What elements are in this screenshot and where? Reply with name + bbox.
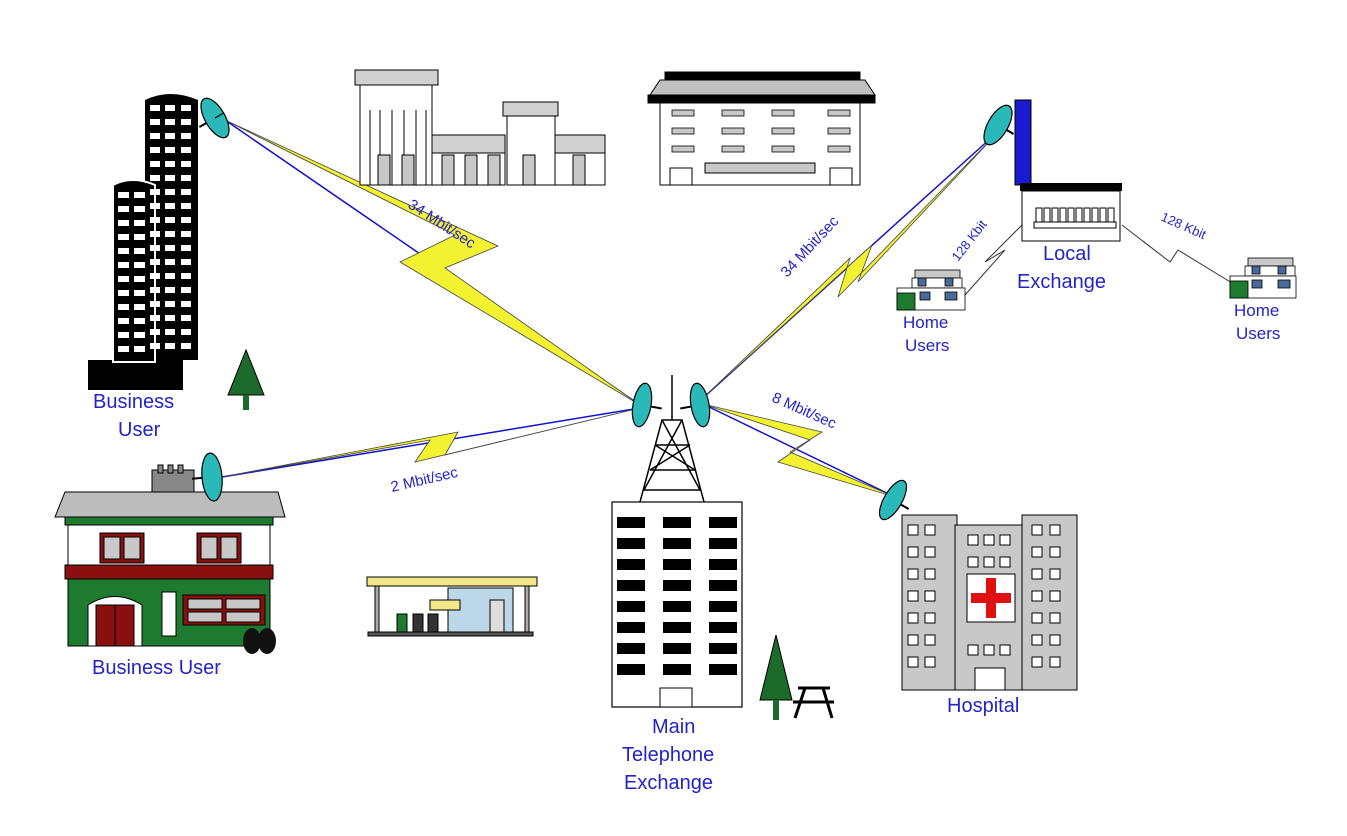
link-house-to-main [221,407,641,478]
local-exchange-building [1014,99,1122,242]
main-exchange-mast [639,375,705,503]
picnic-table-icon [793,686,834,719]
rate-local-to-home-left: 128 Kbit [949,217,990,264]
rate-house-to-main: 2 Mbit/sec [389,464,460,496]
label-business-user-tower-line2: User [118,419,161,441]
dish-main-left [631,382,662,428]
label-home-users-right-line2: Users [1236,324,1280,343]
link-local-to-home-right [1121,224,1233,284]
gas-station-building [366,576,538,637]
link-local-to-home-left [964,224,1023,296]
label-business-user-house: Business User [92,657,221,679]
label-main-exchange-line3: Exchange [624,772,713,794]
main-exchange-building [611,501,743,708]
hospital-building [901,514,1078,691]
label-local-exchange-line1: Local [1043,243,1091,265]
dish-tower [198,97,230,139]
label-home-users-left-line1: Home [903,313,948,332]
label-local-exchange-line2: Exchange [1017,271,1106,293]
label-home-users-left-line2: Users [905,336,949,355]
dish-hospital [878,479,910,521]
dish-house [191,452,223,502]
rate-local-to-home-right: 128 Kbit [1159,209,1209,242]
rate-main-to-local: 34 Mbit/sec [777,213,842,281]
tree-icon [759,634,793,720]
label-hospital: Hospital [947,695,1019,717]
home-right-building [1229,257,1297,299]
tyres-icon [243,628,276,654]
dish-local-exchange [983,104,1015,146]
business-tower-building [88,94,198,390]
business-house-building [54,464,286,647]
link-main-to-hospital [702,403,896,498]
office-building [647,71,876,186]
label-home-users-right-line1: Home [1234,301,1279,320]
home-left-building [896,269,966,311]
label-main-exchange-line1: Main [652,716,695,738]
dish-main-right [680,382,711,428]
label-business-user-tower-line1: Business [93,391,174,413]
factory-building [354,69,606,186]
label-main-exchange-line2: Telephone [622,744,714,766]
tree-icon [227,348,265,410]
